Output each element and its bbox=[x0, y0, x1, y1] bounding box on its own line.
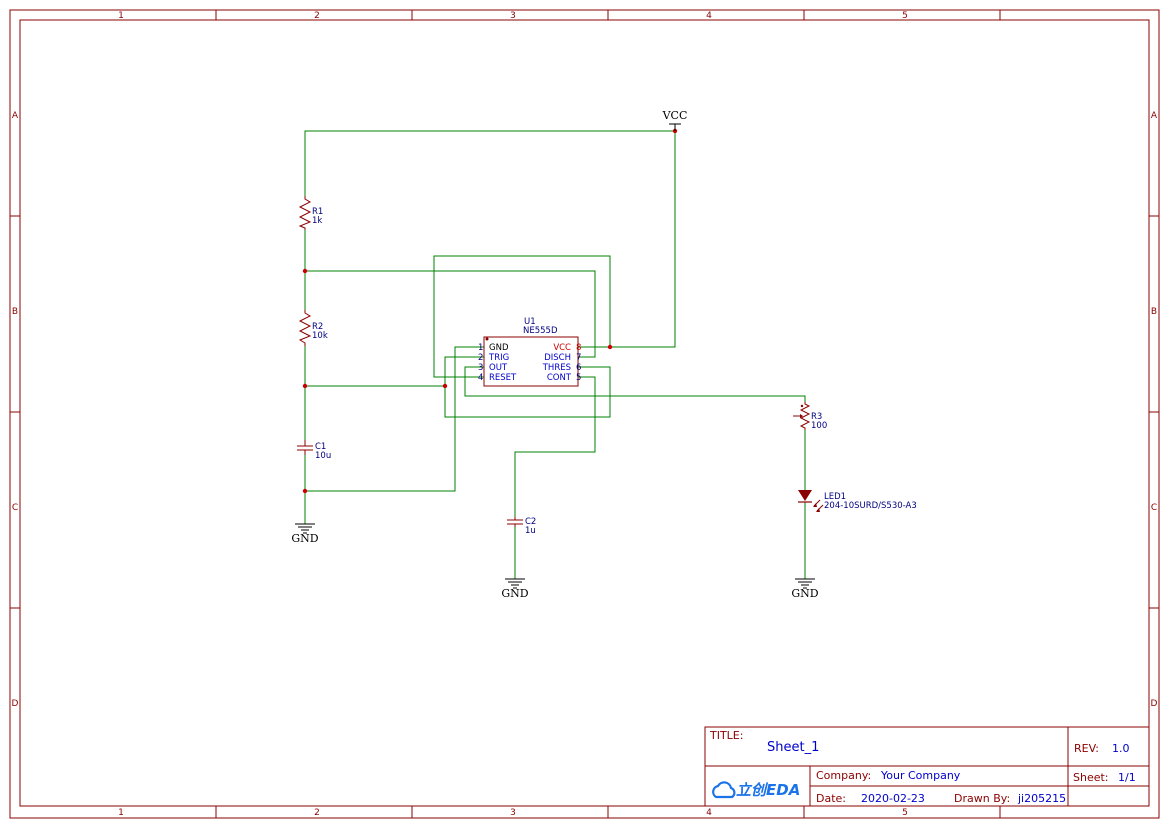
u1-pin6-name: THRES bbox=[542, 363, 571, 373]
frame-col-top-4: 4 bbox=[706, 11, 712, 21]
junction-trig bbox=[442, 383, 448, 389]
capacitor-c2[interactable]: C2 1u bbox=[507, 517, 536, 536]
wires bbox=[304, 130, 806, 579]
frame-row-right-d: D bbox=[1151, 699, 1158, 709]
u1-pin6-num: 6 bbox=[576, 363, 581, 373]
led1-ref: LED1 bbox=[824, 492, 846, 502]
u1-pin7-name: DISCH bbox=[544, 353, 571, 363]
frame-row-right-b: B bbox=[1151, 307, 1157, 317]
gnd-mid-label: GND bbox=[501, 587, 528, 600]
r2-value: 10k bbox=[312, 331, 328, 341]
r2-ref: R2 bbox=[312, 322, 323, 332]
frame-row-right-a: A bbox=[1151, 111, 1158, 121]
r1-value: 1k bbox=[312, 216, 322, 226]
capacitor-c1[interactable]: C1 10u bbox=[297, 440, 331, 461]
frame-col-top-3: 3 bbox=[510, 11, 516, 21]
wire-cont-c2 bbox=[514, 376, 596, 517]
junction-r1-r2 bbox=[302, 268, 308, 274]
junctions bbox=[302, 128, 678, 494]
sheet-label: Sheet: bbox=[1073, 771, 1109, 784]
ic-u1[interactable]: U1 NE555D 1 GND 2 TRIG 3 OUT 4 RESET 8 V… bbox=[478, 317, 581, 387]
eda-logo-text: 立创EDA bbox=[736, 781, 800, 799]
drawn-by-value: ji205215 bbox=[1017, 792, 1066, 805]
u1-pin4-num: 4 bbox=[478, 373, 483, 383]
rev-value: 1.0 bbox=[1112, 742, 1130, 755]
title-block bbox=[704, 726, 1150, 807]
sheet-value: 1/1 bbox=[1118, 771, 1136, 784]
gnd-left-label: GND bbox=[291, 532, 318, 545]
u1-pin3-name: OUT bbox=[489, 363, 508, 373]
c2-value: 1u bbox=[525, 526, 536, 536]
junction-r2-c1 bbox=[302, 383, 308, 389]
led1-value: 204-10SURD/S530-A3 bbox=[824, 501, 917, 511]
u1-pin5-name: CONT bbox=[547, 373, 572, 383]
resistor-r2[interactable]: R2 10k bbox=[298, 310, 328, 346]
frame-col-top-5: 5 bbox=[902, 11, 908, 21]
resistor-r1[interactable]: R1 1k bbox=[298, 196, 323, 230]
c2-ref: C2 bbox=[525, 517, 536, 527]
wire-thres-trig bbox=[305, 366, 611, 418]
eda-logo: 立创EDA bbox=[712, 781, 800, 799]
title-value: Sheet_1 bbox=[767, 740, 819, 755]
junction-reset-vcc bbox=[607, 344, 613, 350]
company-label: Company: bbox=[816, 769, 871, 782]
wire-reset-vcc bbox=[433, 255, 611, 378]
u1-pin1-name: GND bbox=[489, 343, 509, 353]
u1-value: NE555D bbox=[523, 326, 558, 336]
vcc-label: VCC bbox=[662, 109, 688, 122]
frame-col-bottom-3: 3 bbox=[510, 808, 516, 818]
r3-value: 100 bbox=[811, 421, 827, 431]
u1-pin2-name: TRIG bbox=[488, 353, 509, 363]
wire-trig-pin2 bbox=[444, 356, 484, 386]
frame-col-bottom-4: 4 bbox=[706, 808, 712, 818]
r3-ref: R3 bbox=[811, 412, 822, 422]
c1-value: 10u bbox=[315, 451, 331, 461]
u1-pin4-name: RESET bbox=[489, 373, 517, 383]
date-label: Date: bbox=[816, 792, 846, 805]
wire-disch-loop bbox=[305, 270, 596, 358]
wire-vcc-top bbox=[304, 130, 676, 348]
u1-pin8-num: 8 bbox=[576, 343, 581, 353]
frame-col-bottom-2: 2 bbox=[314, 808, 320, 818]
c1-ref: C1 bbox=[315, 442, 326, 452]
u1-pin5-num: 5 bbox=[576, 373, 581, 383]
gnd-symbol-mid: GND bbox=[501, 578, 529, 600]
led-led1[interactable]: LED1 204-10SURD/S530-A3 bbox=[798, 490, 917, 512]
gnd-right-label: GND bbox=[791, 587, 818, 600]
frame-row-left-c: C bbox=[12, 503, 18, 513]
frame-row-left-b: B bbox=[12, 307, 18, 317]
u1-pin1-num: 1 bbox=[478, 343, 483, 353]
cloud-icon bbox=[712, 781, 736, 799]
vcc-symbol: VCC bbox=[662, 109, 688, 131]
frame-col-top-2: 2 bbox=[314, 11, 320, 21]
gnd-symbol-right: GND bbox=[791, 578, 819, 600]
u1-pin3-num: 3 bbox=[478, 363, 483, 373]
r1-ref: R1 bbox=[312, 207, 323, 217]
frame-row-left-d: D bbox=[12, 699, 19, 709]
wire-gnd-pin1 bbox=[305, 346, 484, 492]
u1-pin7-num: 7 bbox=[576, 353, 581, 363]
frame-col-top-1: 1 bbox=[118, 11, 124, 21]
junction-c1-gnd bbox=[302, 488, 308, 494]
frame-col-bottom-1: 1 bbox=[118, 808, 124, 818]
title-label: TITLE: bbox=[709, 729, 743, 742]
drawing-frame bbox=[9, 9, 1160, 819]
frame-col-bottom-5: 5 bbox=[902, 808, 908, 818]
u1-pin2-num: 2 bbox=[478, 353, 483, 363]
gnd-symbol-left: GND bbox=[291, 523, 319, 545]
frame-labels: 1 2 3 4 5 1 2 3 4 5 A B C D A B C D bbox=[12, 11, 1158, 818]
u1-ref: U1 bbox=[524, 317, 536, 327]
title-block-text: TITLE: Sheet_1 REV: 1.0 Company: Your Co… bbox=[709, 729, 1136, 805]
drawn-by-label: Drawn By: bbox=[954, 792, 1010, 805]
potentiometer-r3[interactable]: R3 100 bbox=[793, 402, 827, 431]
date-value: 2020-02-23 bbox=[861, 792, 925, 805]
frame-row-left-a: A bbox=[12, 111, 19, 121]
wire-out-r3 bbox=[464, 366, 806, 402]
company-value: Your Company bbox=[880, 769, 961, 782]
u1-pin8-name: VCC bbox=[553, 343, 571, 353]
rev-label: REV: bbox=[1074, 742, 1099, 755]
frame-row-right-c: C bbox=[1151, 503, 1157, 513]
